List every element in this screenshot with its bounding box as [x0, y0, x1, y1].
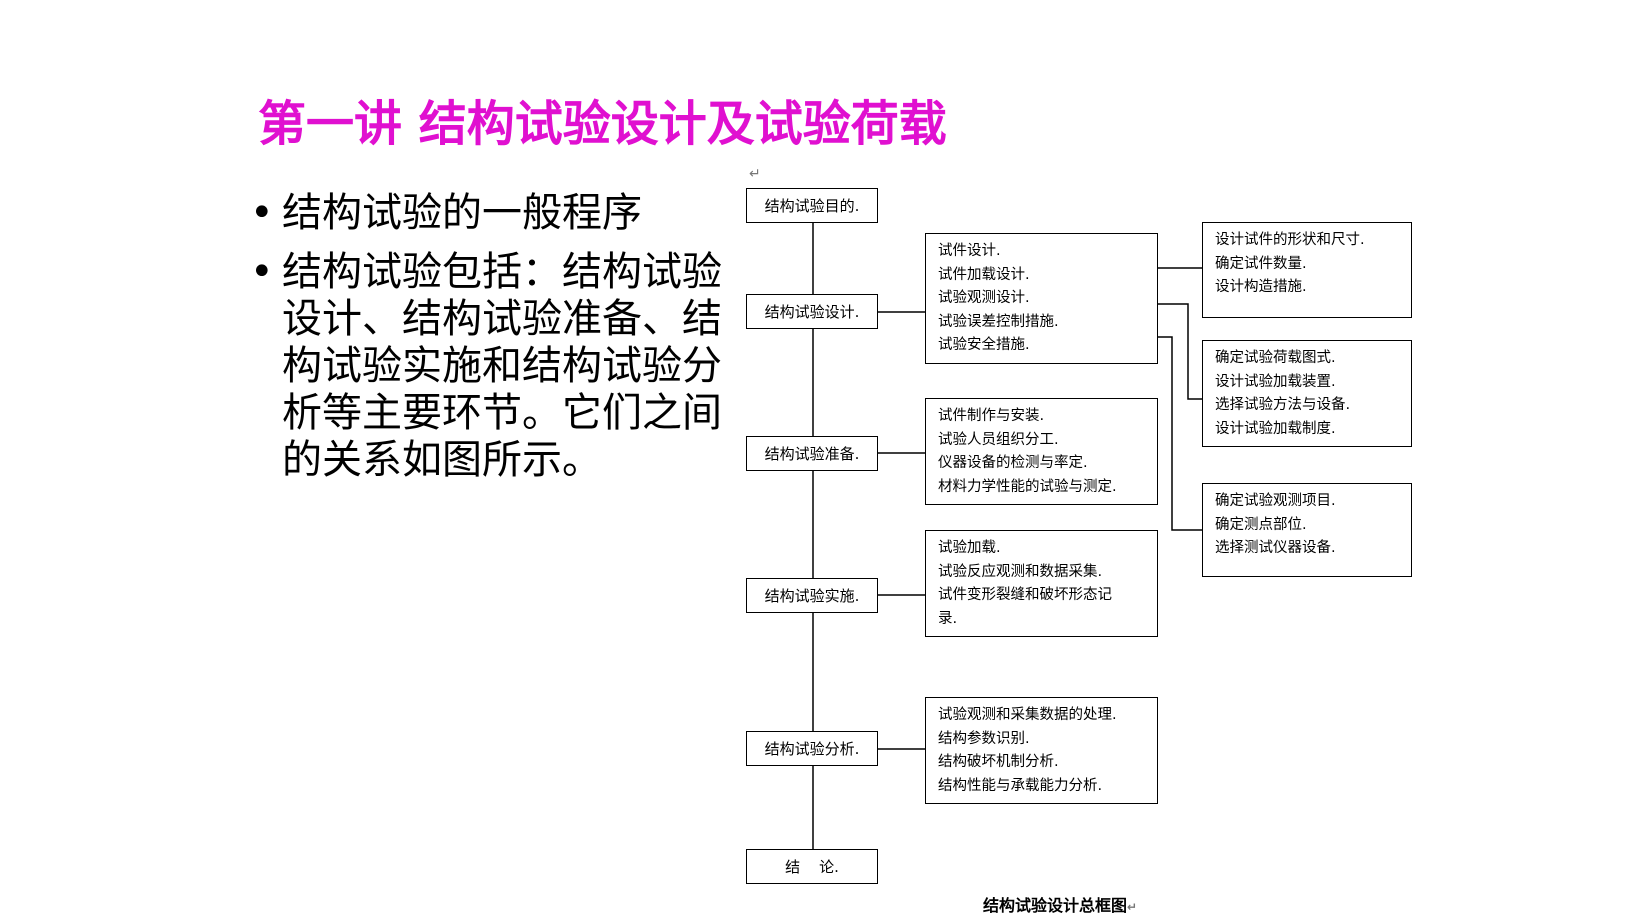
detail-line: 试件设计.: [938, 243, 1001, 259]
implementation-details-box: 试验加载. 试验反应观测和数据采集. 试件变形裂缝和破坏形态记 录.: [925, 530, 1158, 637]
detail-line: 试件制作与安装.: [938, 408, 1045, 424]
detail-line: 确定试验观测项目.: [1215, 493, 1336, 509]
detail-line: 试验安全措施.: [938, 337, 1030, 353]
detail-line: 确定测点部位.: [1215, 516, 1307, 533]
design-details-box: 试件设计. 试件加载设计. 试验观测设计. 试验误差控制措施. 试验安全措施.: [925, 233, 1158, 364]
slide-title: 第一讲 结构试验设计及试验荷载: [258, 96, 947, 152]
detail-line: 选择试验方法与设备.: [1215, 397, 1351, 413]
detail-line: 设计构造措施.: [1215, 279, 1307, 295]
specimen-design-box: 设计试件的形状和尺寸. 确定试件数量. 设计构造措施.: [1202, 222, 1412, 318]
step-analysis: 结构试验分析.: [746, 731, 878, 766]
detail-line: 试件加载设计.: [938, 266, 1030, 283]
detail-line: 仪器设备的检测与率定.: [938, 455, 1088, 471]
detail-line: 试验观测设计.: [938, 290, 1030, 306]
connector-observation-design: [1158, 336, 1202, 531]
detail-line: 录.: [938, 610, 958, 627]
step-label: 结构试验目的.: [764, 197, 860, 215]
step-label: 结 论.: [785, 858, 839, 876]
step-purpose: 结构试验目的.: [746, 188, 878, 223]
detail-line: 材料力学性能的试验与测定.: [938, 478, 1117, 495]
diagram-caption: 结构试验设计总框图↵: [983, 892, 1137, 916]
detail-line: 设计试验加载制度.: [1215, 420, 1336, 437]
detail-line: 试验加载.: [938, 540, 1001, 556]
step-design: 结构试验设计.: [746, 294, 878, 329]
bullet-text: 结构试验的一般程序: [282, 190, 642, 236]
step-label: 结构试验实施.: [764, 587, 860, 605]
detail-line: 试验观测和采集数据的处理.: [938, 707, 1117, 723]
detail-line: 选择测试仪器设备.: [1215, 540, 1336, 556]
loading-design-box: 确定试验荷载图式. 设计试验加载装置. 选择试验方法与设备. 设计试验加载制度.: [1202, 340, 1412, 447]
bullet-dot: •: [250, 249, 274, 295]
detail-line: 确定试验荷载图式.: [1215, 350, 1336, 366]
detail-line: 试验反应观测和数据采集.: [938, 563, 1103, 580]
detail-line: 试件变形裂缝和破坏形态记: [938, 587, 1112, 603]
connector-loading-design: [1158, 303, 1202, 400]
step-preparation: 结构试验准备.: [746, 436, 878, 471]
detail-line: 设计试件的形状和尺寸.: [1215, 232, 1365, 248]
analysis-details-box: 试验观测和采集数据的处理. 结构参数识别. 结构破坏机制分析. 结构性能与承载能…: [925, 697, 1158, 804]
detail-line: 试验人员组织分工.: [938, 431, 1059, 448]
observation-design-box: 确定试验观测项目. 确定测点部位. 选择测试仪器设备.: [1202, 483, 1412, 577]
step-label: 结构试验设计.: [764, 303, 860, 321]
step-label: 结构试验准备.: [764, 445, 860, 463]
detail-line: 结构性能与承载能力分析.: [938, 777, 1103, 794]
detail-line: 设计试验加载装置.: [1215, 373, 1336, 390]
detail-line: 确定试件数量.: [1215, 255, 1307, 272]
step-label: 结构试验分析.: [764, 740, 860, 758]
bullet-dot: •: [250, 190, 274, 236]
detail-line: 结构参数识别.: [938, 730, 1030, 747]
bullet-item: • 结构试验的一般程序: [250, 190, 730, 237]
paragraph-mark: ↵: [1127, 900, 1138, 914]
detail-line: 试验误差控制措施.: [938, 313, 1059, 330]
bullet-item: • 结构试验包括：结构试验设计、结构试验准备、结构试验实施和结构试验分析等主要环…: [250, 249, 730, 484]
step-implementation: 结构试验实施.: [746, 578, 878, 613]
paragraph-mark: ↵: [749, 166, 761, 182]
caption-text: 结构试验设计总框图: [983, 896, 1128, 915]
detail-line: 结构破坏机制分析.: [938, 754, 1059, 770]
bullet-list: • 结构试验的一般程序 • 结构试验包括：结构试验设计、结构试验准备、结构试验实…: [250, 190, 730, 496]
step-conclusion: 结 论.: [746, 849, 878, 884]
bullet-text: 结构试验包括：结构试验设计、结构试验准备、结构试验实施和结构试验分析等主要环节。…: [282, 249, 722, 483]
preparation-details-box: 试件制作与安装. 试验人员组织分工. 仪器设备的检测与率定. 材料力学性能的试验…: [925, 398, 1158, 505]
